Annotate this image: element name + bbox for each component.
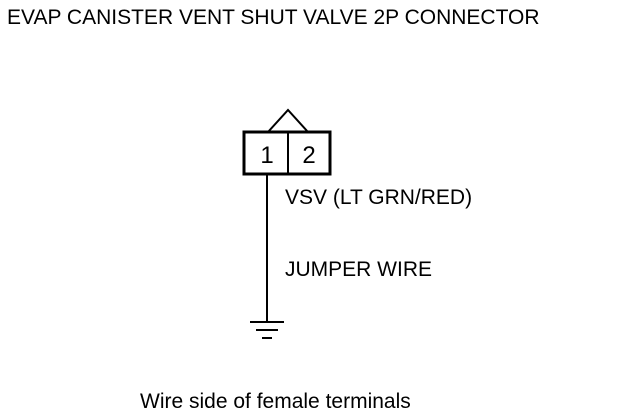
- terminal-view-caption: Wire side of female terminals: [140, 390, 411, 413]
- vsv-wire-label: VSV (LT GRN/RED): [285, 186, 473, 209]
- ground-symbol-icon: [250, 321, 284, 339]
- diagram-title: EVAP CANISTER VENT SHUT VALVE 2P CONNECT…: [7, 6, 540, 29]
- pin-2-label: 2: [302, 142, 315, 169]
- pin-1-label: 1: [260, 142, 273, 169]
- connector-latch: [267, 108, 309, 133]
- jumper-wire-label: JUMPER WIRE: [285, 258, 432, 281]
